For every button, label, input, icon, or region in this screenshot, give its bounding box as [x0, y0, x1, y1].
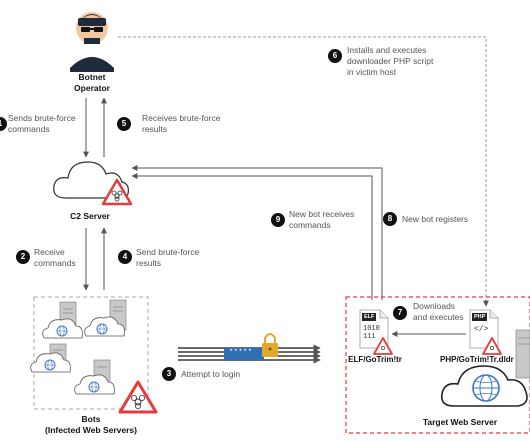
step-text-2: Receive commands [34, 247, 76, 268]
bot-server-2 [84, 299, 127, 337]
arrow-newbot-to-c2 [131, 165, 383, 300]
step-badge-9: 9 [271, 213, 285, 227]
step-text-3: Attempt to login [181, 369, 241, 379]
step-badge-1: 1 [0, 117, 7, 131]
elf-file-label: ELF/GoTrim!tr [348, 355, 402, 364]
c2-biohazard-warning-icon [101, 178, 133, 206]
step-text-8: New bot registers [402, 214, 469, 224]
step-text-6: Installs and executes downloader PHP scr… [347, 45, 434, 77]
step-badge-4: 4 [118, 250, 132, 264]
password-mask: ***** [229, 349, 253, 357]
target-globe-icon [472, 374, 500, 402]
padlock-icon [262, 333, 278, 357]
step-badge-2: 2 [16, 250, 30, 264]
step-text-4: Send brute-force results [136, 247, 200, 268]
php-tag: PHP [472, 313, 488, 321]
hacker-avatar-icon [70, 12, 114, 72]
step-badge-8: 8 [383, 212, 397, 226]
bot-server-4 [74, 359, 115, 395]
target-web-server-label: Target Web Server [422, 417, 498, 427]
operator-label: Botnet Operator [74, 72, 110, 93]
bots-label: Bots (Infected Web Servers) [45, 414, 137, 435]
php-file-label: PHP/GoTrim!Tr.dldr [440, 355, 514, 364]
arrow-operator-to-target-dashed [118, 36, 489, 307]
step-text-1: Sends brute-force commands [8, 113, 76, 134]
step-badge-5: 5 [117, 117, 131, 131]
php-biohazard-warning-icon [482, 337, 502, 355]
bot-server-3 [30, 343, 71, 373]
arrow-c2-to-newbot [131, 173, 373, 300]
step-text-7: Downloads and executes [413, 301, 464, 322]
elf-binary-text: 1010 111 [363, 325, 380, 341]
step-text-9: New bot receives commands [289, 209, 355, 230]
c2-server-label: C2 Server [70, 211, 110, 221]
step-badge-7: 7 [393, 306, 407, 320]
elf-biohazard-warning-icon [373, 337, 393, 355]
step-text-5: Receives brute-force results [142, 113, 221, 134]
php-code-icon: </> [474, 325, 489, 334]
c2-cloud-icon [53, 161, 129, 199]
bot-server-1 [42, 301, 83, 339]
elf-tag: ELF [362, 313, 377, 321]
password-field-bar [224, 348, 264, 360]
step-badge-3: 3 [162, 367, 176, 381]
target-server-tower-icon [515, 329, 530, 379]
step-badge-6: 6 [328, 49, 342, 63]
bots-biohazard-warning-icon [118, 380, 158, 414]
target-group-box [345, 296, 530, 434]
